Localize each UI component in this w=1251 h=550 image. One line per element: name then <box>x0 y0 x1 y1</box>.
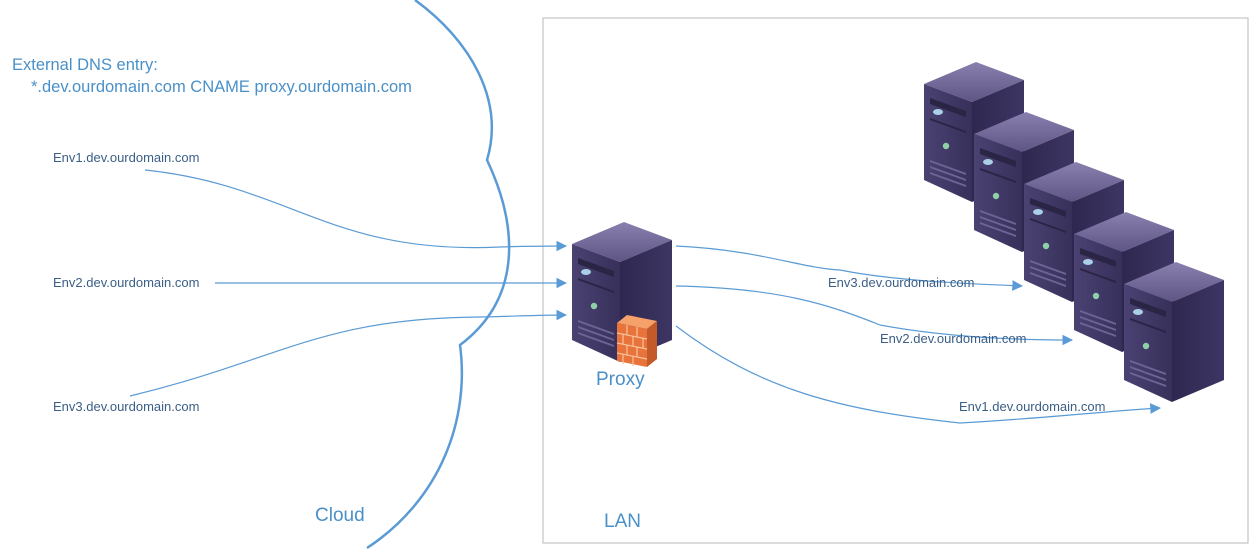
incoming-arrow-env3 <box>129 309 568 397</box>
lan-label: LAN <box>604 511 641 532</box>
outgoing-label-env3: Env3.dev.ourdomain.com <box>828 275 975 290</box>
lan-boundary <box>542 17 1249 544</box>
incoming-label-env3: Env3.dev.ourdomain.com <box>53 399 200 414</box>
server-icon <box>1124 262 1224 402</box>
outgoing-arrow-env3 <box>675 245 1024 291</box>
proxy-label: Proxy <box>596 369 645 390</box>
outgoing-label-env1: Env1.dev.ourdomain.com <box>959 399 1106 414</box>
dns-note-title: External DNS entry: <box>12 56 158 74</box>
incoming-label-env2: Env2.dev.ourdomain.com <box>53 275 200 290</box>
outgoing-label-env2: Env2.dev.ourdomain.com <box>880 331 1027 346</box>
outgoing-arrow-env1 <box>675 325 1162 424</box>
firewall-icon <box>616 314 658 368</box>
cloud-label: Cloud <box>315 505 365 526</box>
outgoing-arrow-env2 <box>675 285 1074 346</box>
cloud-boundary <box>366 0 511 550</box>
dns-note-record: *.dev.ourdomain.com CNAME proxy.ourdomai… <box>31 78 412 96</box>
incoming-arrow-env1 <box>144 169 568 252</box>
incoming-label-env1: Env1.dev.ourdomain.com <box>53 150 200 165</box>
